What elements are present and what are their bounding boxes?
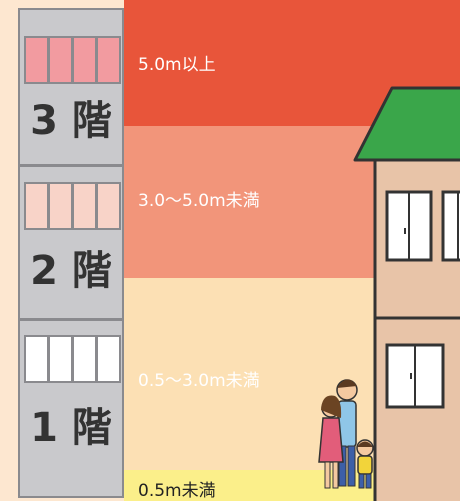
window-2f-4 bbox=[96, 182, 121, 230]
window-2f-2 bbox=[48, 182, 73, 230]
window-3f-3 bbox=[72, 36, 97, 84]
window-1f-2 bbox=[48, 335, 73, 383]
flood-label-level-4: 0.5m未満 bbox=[138, 481, 216, 501]
floor-label-3f: 3 階 bbox=[30, 98, 112, 144]
floor-label-2f: 2 階 bbox=[30, 248, 112, 294]
window-3f-4 bbox=[96, 36, 121, 84]
window-3f-1 bbox=[24, 36, 49, 84]
floor-divider bbox=[20, 164, 122, 167]
window-1f-1 bbox=[24, 335, 49, 383]
window-2f-1 bbox=[24, 182, 49, 230]
window-1f-3 bbox=[72, 335, 97, 383]
window-2f-3 bbox=[72, 182, 97, 230]
window-3f-2 bbox=[48, 36, 73, 84]
flood-label-level-1: 5.0m以上 bbox=[138, 55, 216, 75]
window-1f-4 bbox=[96, 335, 121, 383]
floor-divider bbox=[20, 318, 122, 321]
flood-label-level-3: 0.5〜3.0m未満 bbox=[138, 371, 260, 391]
floor-label-1f: 1 階 bbox=[30, 405, 112, 451]
building-illustration: 3 階 2 階 1 階 bbox=[18, 8, 124, 498]
flood-label-level-2: 3.0〜5.0m未満 bbox=[138, 191, 260, 211]
